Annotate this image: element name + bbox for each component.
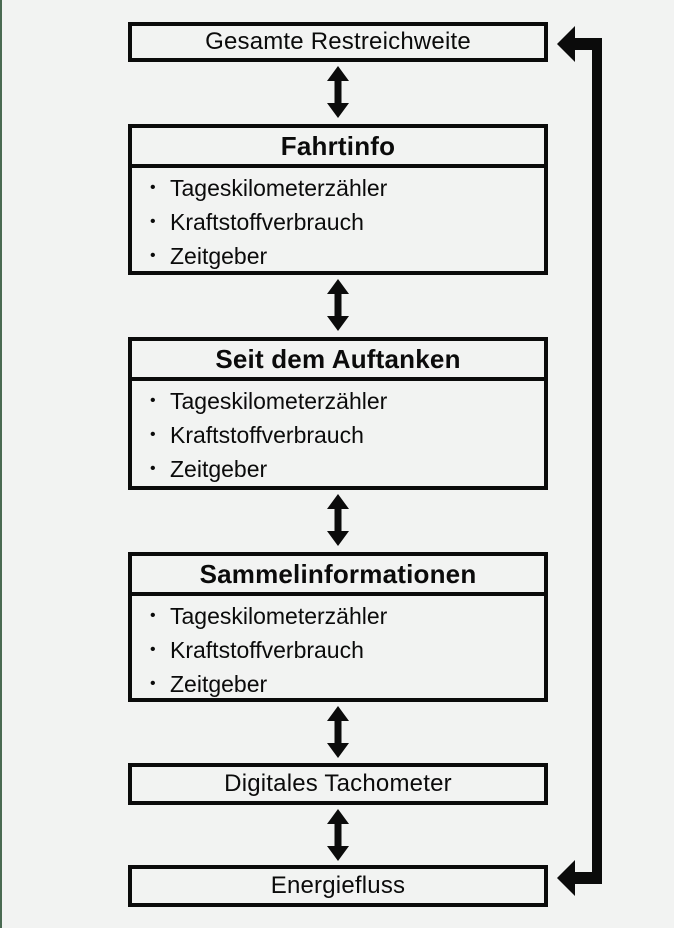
double-arrow-icon [327, 66, 349, 118]
menu-item-label: Zeitgeber [170, 242, 268, 269]
menu-item: • Kraftstoffverbrauch [148, 205, 544, 239]
menu-item: • Zeitgeber [148, 239, 544, 273]
menu-item-label: Kraftstoffverbrauch [170, 208, 364, 235]
node-title: Gesamte Restreichweite [205, 28, 471, 55]
return-loop-arrow-icon [557, 26, 602, 896]
menu-item-list: • Tageskilometerzähler • Kraftstoffverbr… [132, 381, 544, 486]
double-arrow-icon [327, 809, 349, 861]
menu-item-label: Tageskilometerzähler [170, 387, 388, 414]
menu-item: • Kraftstoffverbrauch [148, 418, 544, 452]
menu-item-label: Zeitgeber [170, 670, 268, 697]
menu-item: • Tageskilometerzähler [148, 171, 544, 205]
node-digitales-tachometer: Digitales Tachometer [128, 763, 548, 805]
menu-item-label: Tageskilometerzähler [170, 174, 388, 201]
node-title: Digitales Tachometer [224, 770, 452, 797]
node-energiefluss: Energiefluss [128, 865, 548, 907]
node-title: Sammelinformationen [132, 556, 544, 596]
bullet-icon: • [150, 675, 156, 692]
menu-item-label: Tageskilometerzähler [170, 602, 388, 629]
double-arrow-icon [327, 706, 349, 758]
node-fahrtinfo: Fahrtinfo • Tageskilometerzähler • Kraft… [128, 124, 548, 275]
node-title: Fahrtinfo [132, 128, 544, 168]
menu-item: • Tageskilometerzähler [148, 384, 544, 418]
menu-item-label: Kraftstoffverbrauch [170, 421, 364, 448]
bullet-icon: • [150, 179, 156, 196]
menu-item-label: Kraftstoffverbrauch [170, 636, 364, 663]
node-seit-dem-auftanken: Seit dem Auftanken • Tageskilometerzähle… [128, 337, 548, 490]
node-title: Seit dem Auftanken [132, 341, 544, 381]
bullet-icon: • [150, 426, 156, 443]
double-arrow-icon [327, 279, 349, 331]
node-title: Energiefluss [270, 872, 406, 899]
menu-item-label: Zeitgeber [170, 455, 268, 482]
menu-item-list: • Tageskilometerzähler • Kraftstoffverbr… [132, 168, 544, 273]
bullet-icon: • [150, 392, 156, 409]
double-arrow-icon [327, 494, 349, 546]
bullet-icon: • [150, 213, 156, 230]
bullet-icon: • [150, 607, 156, 624]
bullet-icon: • [150, 247, 156, 264]
bullet-icon: • [150, 641, 156, 658]
menu-item: • Kraftstoffverbrauch [148, 633, 544, 667]
menu-item: • Zeitgeber [148, 667, 544, 701]
menu-item: • Zeitgeber [148, 452, 544, 486]
menu-item: • Tageskilometerzähler [148, 599, 544, 633]
menu-item-list: • Tageskilometerzähler • Kraftstoffverbr… [132, 596, 544, 701]
page-left-edge-line [0, 0, 2, 928]
node-gesamte-restreichweite: Gesamte Restreichweite [128, 22, 548, 62]
bullet-icon: • [150, 460, 156, 477]
node-sammelinformationen: Sammelinformationen • Tageskilometerzähl… [128, 552, 548, 702]
